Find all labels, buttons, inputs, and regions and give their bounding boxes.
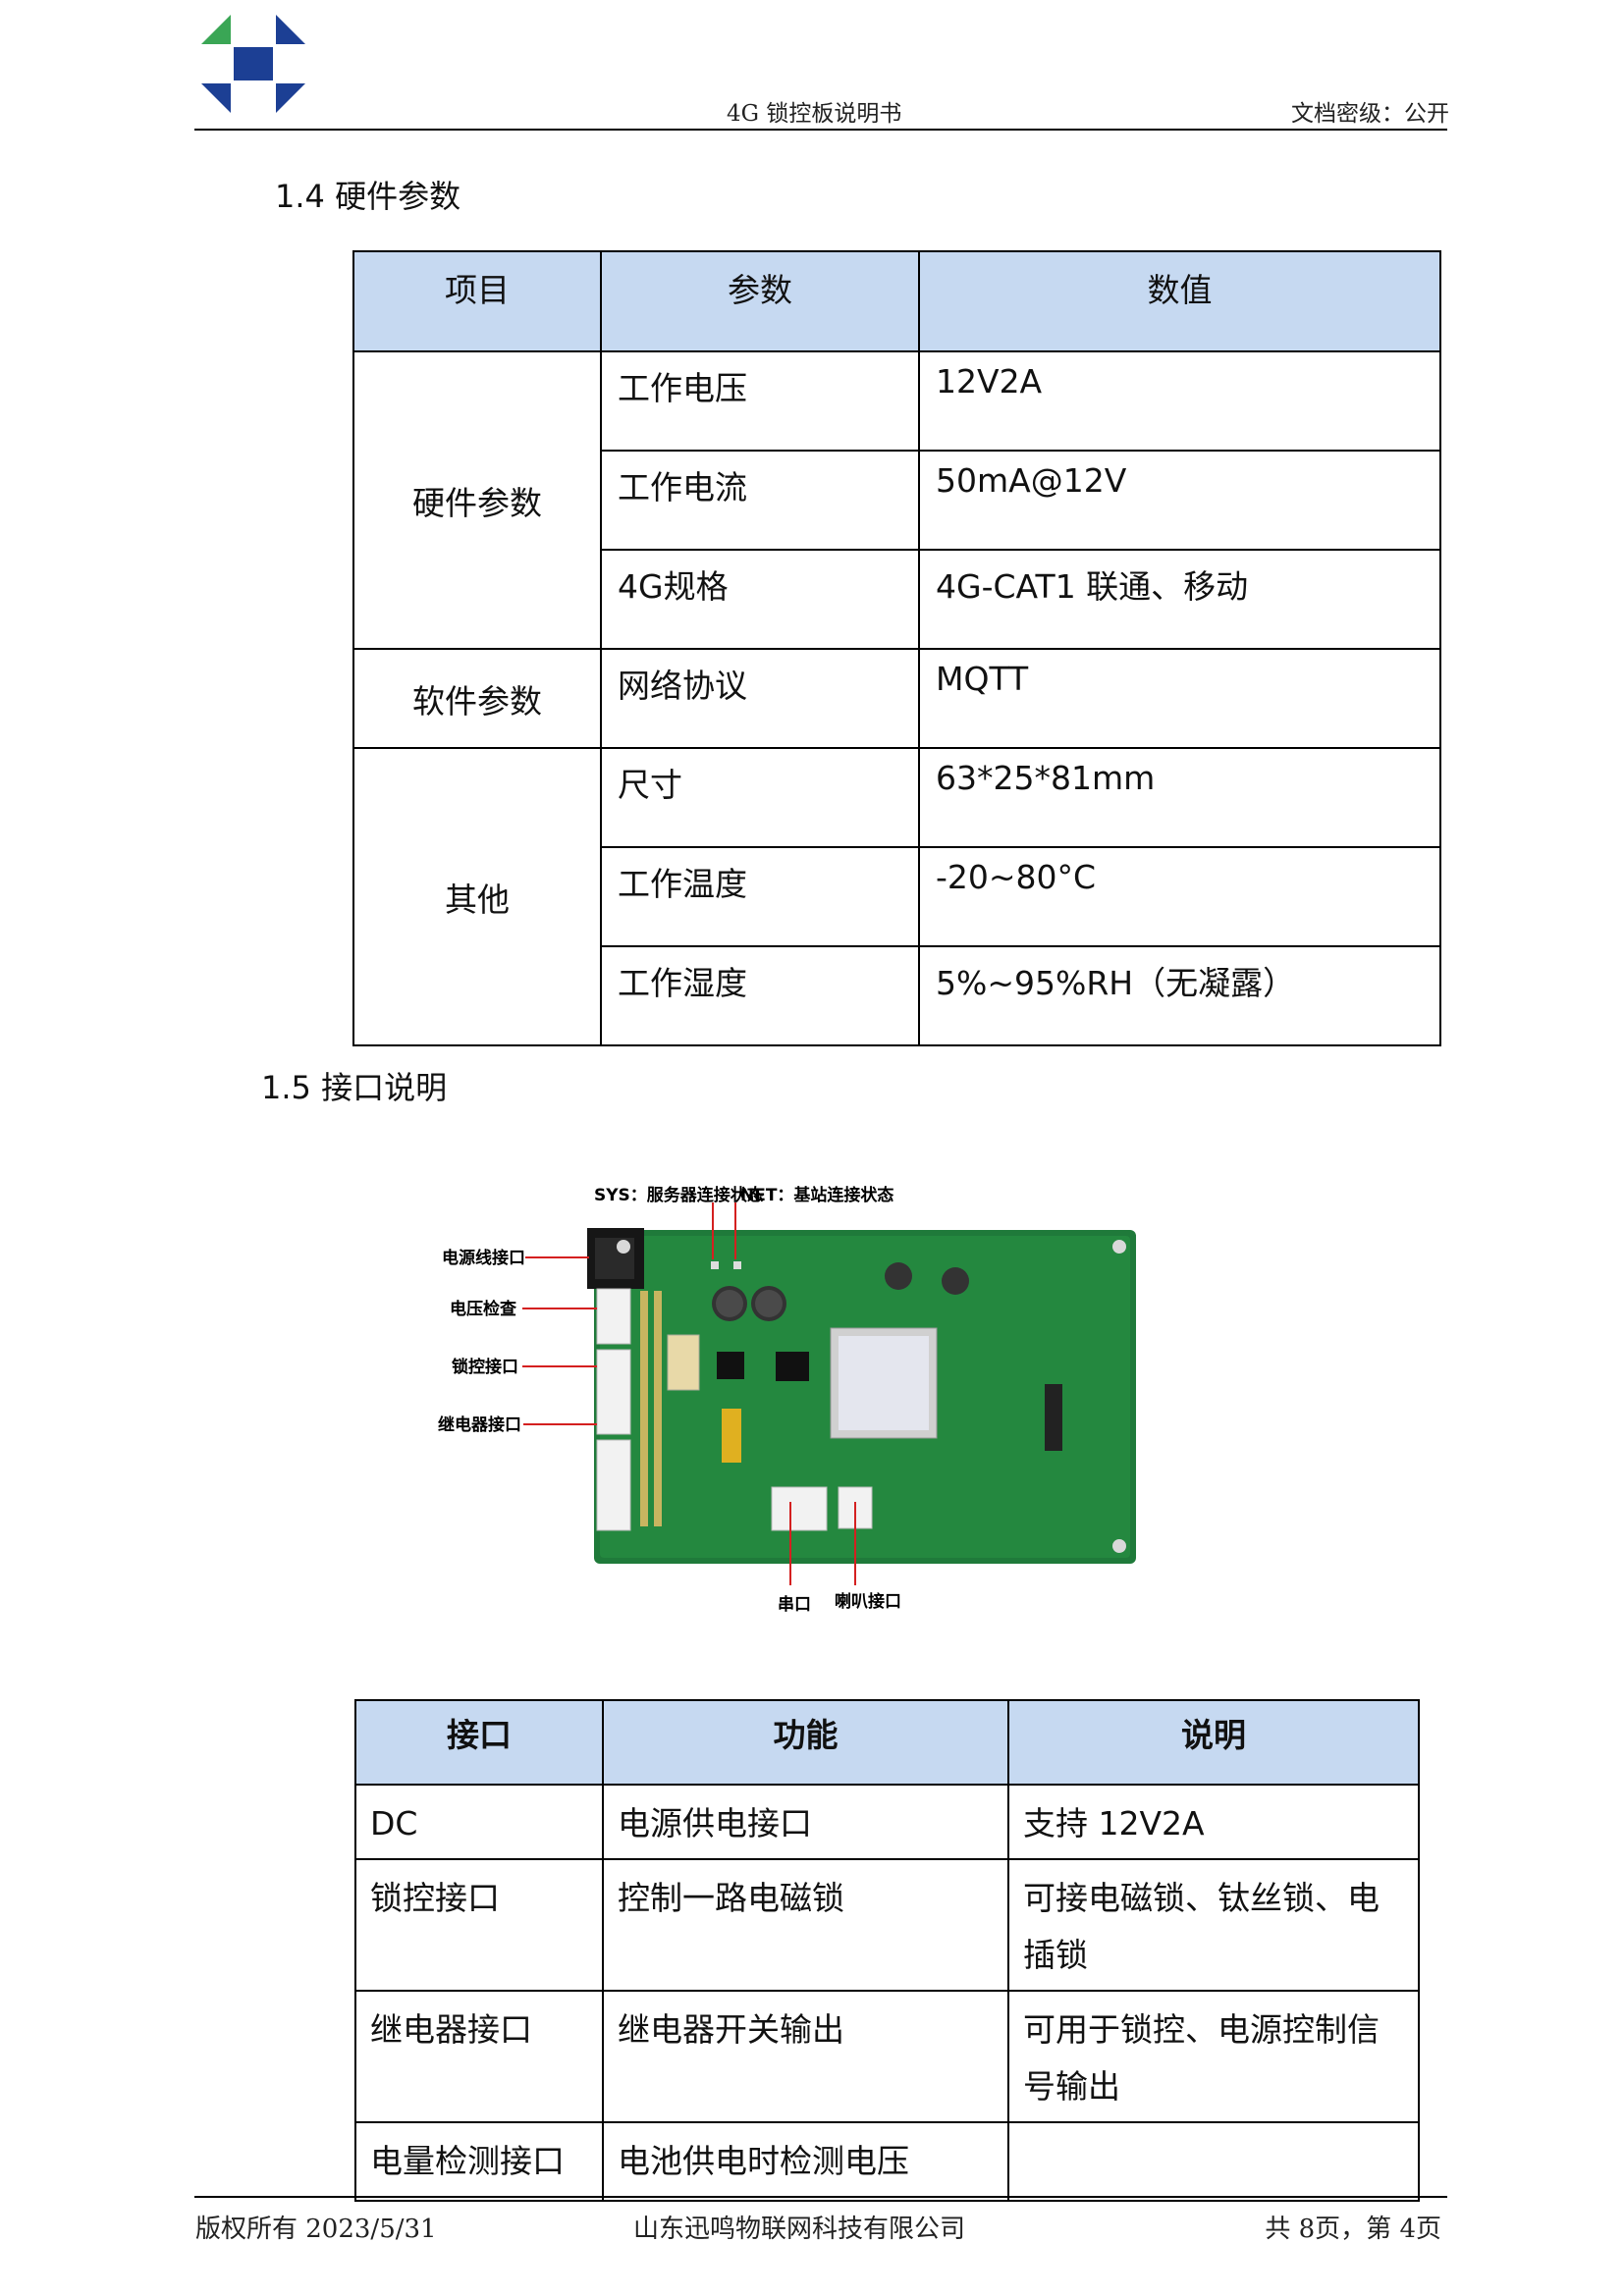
footer-page-number: 共 8页，第 4页: [1265, 2215, 1441, 2244]
param-cell: 工作温度: [600, 846, 920, 947]
annotation-sys: SYS：服务器连接状态: [594, 1185, 764, 1205]
table-header-row: 接口 功能 说明: [354, 1699, 1420, 1786]
value-cell: 5%~95%RH（无凝露）: [918, 945, 1441, 1046]
table-row: 工作湿度 5%~95%RH（无凝露）: [353, 945, 1441, 1046]
footer-divider: [194, 2196, 1447, 2198]
capacitors: [712, 1262, 969, 1321]
column-header: 参数: [600, 250, 920, 352]
annotation-speaker: 喇叭接口: [835, 1591, 901, 1612]
group-cell: 其他: [352, 747, 602, 1046]
annotation-power: 电源线接口: [442, 1248, 525, 1268]
table-row: 电量检测接口 电池供电时检测电压: [354, 2121, 1420, 2202]
interface-cell: 锁控接口: [354, 1858, 604, 1992]
footer-copyright: 版权所有 2023/5/31: [195, 2215, 437, 2244]
column-header: 功能: [602, 1699, 1009, 1786]
document-title: 4G 锁控板说明书: [727, 101, 902, 127]
param-cell: 尺寸: [600, 747, 920, 848]
column-header: 说明: [1007, 1699, 1420, 1786]
table-row: 软件参数 网络协议 MQTT: [352, 648, 1441, 749]
column-header: 接口: [354, 1699, 604, 1786]
section-heading-interfaces: 1.5 接口说明: [261, 1069, 448, 1106]
description-cell: 可用于锁控、电源控制信号输出: [1007, 1990, 1420, 2123]
interfaces-table: 接口 功能 说明 DC 电源供电接口 支持 12V2A 锁控接口 控制一路电磁锁…: [354, 1699, 1420, 2202]
table-row: 锁控接口 控制一路电磁锁 可接电磁锁、钛丝锁、电插锁: [354, 1858, 1420, 1992]
company-logo: [201, 15, 305, 113]
function-cell: 继电器开关输出: [602, 1990, 1009, 2123]
table-row: 硬件参数 工作电压 12V2A: [352, 350, 1441, 650]
header-divider: [194, 129, 1447, 131]
annotation-serial: 串口: [778, 1594, 811, 1615]
annotation-lock: 锁控接口: [452, 1357, 518, 1377]
left-connectors: [596, 1288, 631, 1531]
interface-cell: DC: [354, 1784, 604, 1860]
annotation-lines: [522, 1202, 856, 1585]
right-header: [1045, 1384, 1062, 1451]
column-header: 项目: [352, 250, 602, 352]
table-row: 工作温度 -20~80°C: [353, 846, 1441, 947]
param-cell: 工作电流: [600, 450, 920, 551]
value-cell: 63*25*81mm: [918, 747, 1441, 848]
relay: [667, 1334, 700, 1391]
board-photo: SYS：服务器连接状态 NET：基站连接状态 电源线接口 电压检查 锁控接口 继…: [438, 1185, 1136, 1615]
value-cell: -20~80°C: [918, 846, 1441, 947]
document-classification: 文档密级：公开: [1291, 101, 1449, 127]
table-row: 4G规格 4G-CAT1 联通、移动: [353, 549, 1441, 650]
annotation-voltage: 电压检查: [450, 1299, 517, 1319]
function-cell: 电池供电时检测电压: [602, 2121, 1009, 2202]
param-cell: 工作电压: [600, 350, 920, 452]
group-cell: 软件参数: [352, 648, 602, 749]
fuse: [722, 1409, 741, 1463]
column-header: 数值: [918, 250, 1441, 352]
annotation-net: NET：基站连接状态: [740, 1185, 893, 1205]
hardware-params-table: 项目 参数 数值 硬件参数 工作电压 12V2A 工作电流 50mA@12V 4…: [352, 250, 1441, 1046]
description-cell: 支持 12V2A: [1007, 1784, 1420, 1860]
description-cell: [1007, 2121, 1420, 2202]
value-cell: 4G-CAT1 联通、移动: [918, 549, 1441, 650]
interface-cell: 电量检测接口: [354, 2121, 604, 2202]
table-row: 工作电流 50mA@12V: [353, 450, 1441, 551]
serial-connector: [771, 1486, 828, 1531]
function-cell: 电源供电接口: [602, 1784, 1009, 1860]
group-cell: 硬件参数: [352, 350, 602, 650]
value-cell: 12V2A: [918, 350, 1441, 452]
interface-cell: 继电器接口: [354, 1990, 604, 2123]
table-row: 继电器接口 继电器开关输出 可用于锁控、电源控制信号输出: [354, 1990, 1420, 2123]
annotation-relay: 继电器接口: [438, 1415, 521, 1435]
description-cell: 可接电磁锁、钛丝锁、电插锁: [1007, 1858, 1420, 1992]
value-cell: MQTT: [918, 648, 1441, 749]
param-cell: 网络协议: [600, 648, 920, 749]
section-heading-hardware: 1.4 硬件参数: [275, 178, 461, 215]
table-row: 其他 尺寸 63*25*81mm: [352, 747, 1441, 1046]
table-header-row: 项目 参数 数值: [352, 250, 1441, 352]
function-cell: 控制一路电磁锁: [602, 1858, 1009, 1992]
regulator-chip: [776, 1352, 809, 1381]
table-row: DC 电源供电接口 支持 12V2A: [354, 1784, 1420, 1860]
pin-header: [640, 1291, 662, 1526]
footer-company: 山东迅鸣物联网科技有限公司: [633, 2215, 966, 2244]
param-cell: 4G规格: [600, 549, 920, 650]
param-cell: 工作湿度: [600, 945, 920, 1046]
value-cell: 50mA@12V: [918, 450, 1441, 551]
